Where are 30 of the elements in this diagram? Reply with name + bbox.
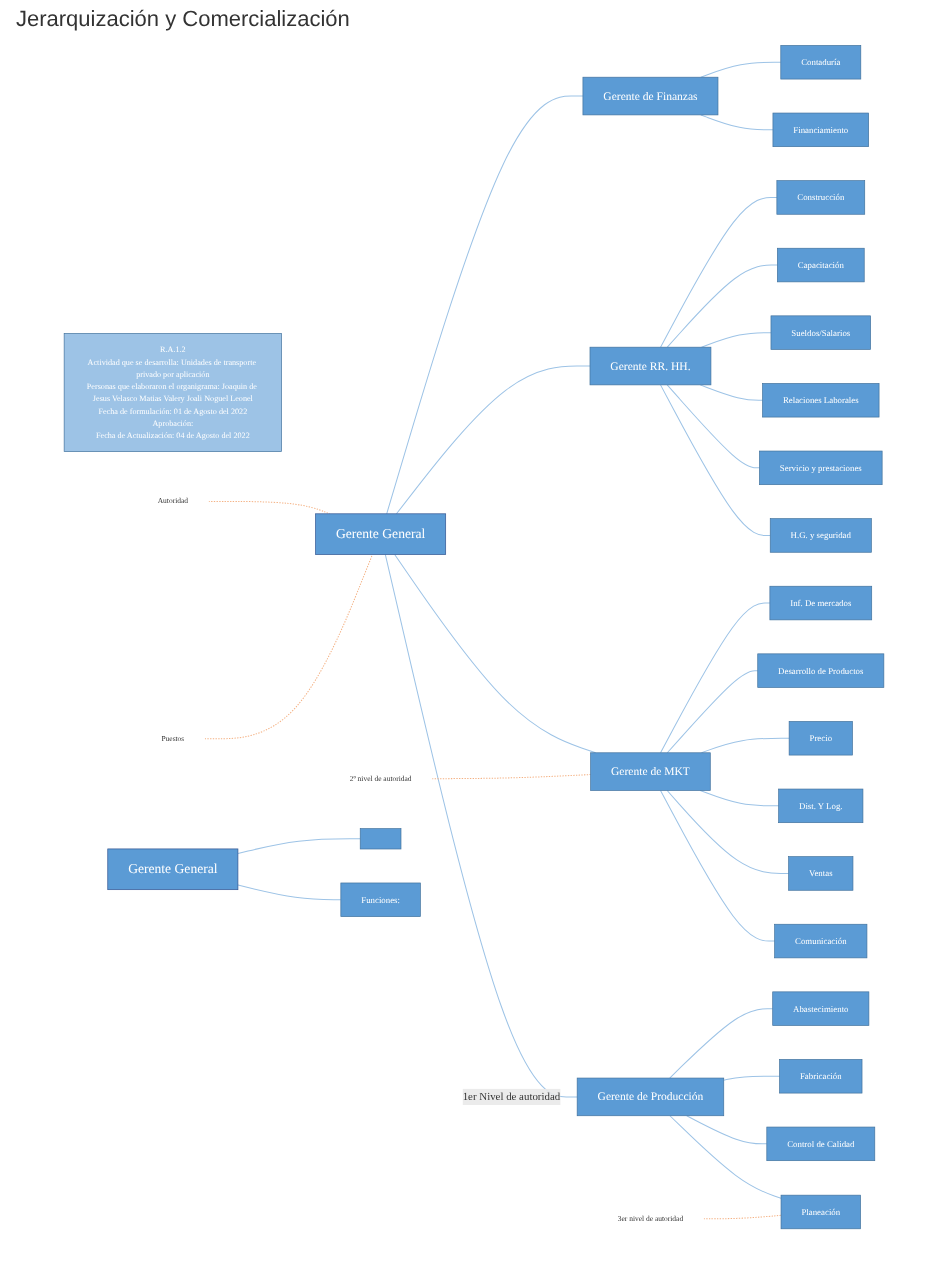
connector [699, 384, 764, 401]
connector [237, 838, 361, 854]
connector [207, 500, 331, 515]
connector [431, 774, 592, 780]
connector [386, 95, 584, 515]
node-box [359, 828, 402, 850]
connector [666, 790, 790, 874]
connector [666, 384, 760, 469]
connector [666, 264, 778, 348]
connector [669, 1115, 782, 1199]
connector [660, 602, 771, 754]
connector [723, 1075, 781, 1081]
connector [700, 332, 772, 348]
connector [666, 670, 759, 754]
connector [660, 196, 778, 348]
connector [660, 790, 776, 942]
annotation-text: Jerarquización y Comercialización [16, 8, 352, 32]
connector [699, 790, 780, 807]
connector [700, 114, 774, 131]
connector [700, 61, 782, 78]
connector [703, 1214, 782, 1220]
connector [394, 554, 597, 754]
connector [700, 737, 790, 754]
connector [686, 1115, 768, 1145]
connector [384, 554, 578, 1098]
connector [204, 554, 373, 740]
connector [660, 384, 771, 536]
connector [669, 1008, 774, 1079]
connector [237, 884, 342, 901]
connector [395, 365, 591, 515]
